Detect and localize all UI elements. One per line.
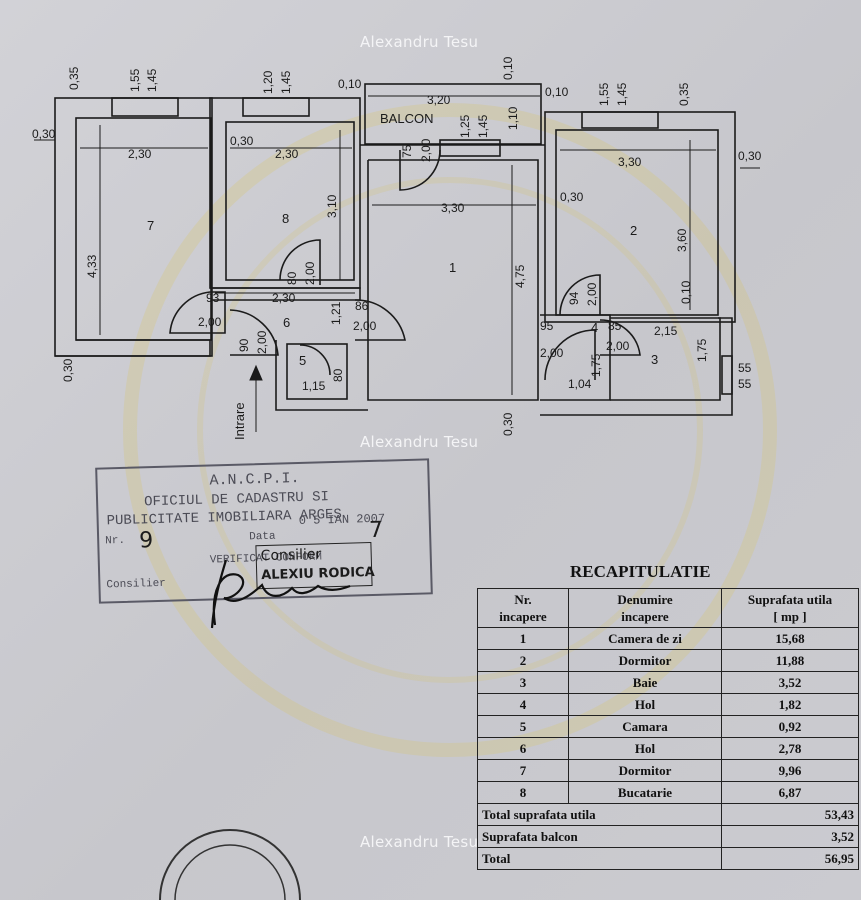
dimension-label: 75 xyxy=(400,144,414,158)
cell-area: 3,52 xyxy=(721,671,859,694)
room-1-walls xyxy=(367,159,539,401)
dimension-label: 1,45 xyxy=(145,68,159,92)
dimension-label: 2,00 xyxy=(353,319,377,333)
dimension-label: 80 xyxy=(331,368,345,382)
dimension-label: 1,25 xyxy=(458,114,472,138)
dimension-label: 1,55 xyxy=(597,82,611,106)
dimension-label: 0,35 xyxy=(677,82,691,106)
watermark: Alexandru Tesu xyxy=(360,33,479,51)
closet-5-walls xyxy=(286,343,348,400)
room-number: 6 xyxy=(283,315,290,330)
dimension-label: 2,00 xyxy=(303,261,317,285)
total-label: Total xyxy=(477,847,722,870)
recap-title: RECAPITULATIE xyxy=(570,562,711,581)
dimension-label: 94 xyxy=(567,291,581,305)
watermark: Alexandru Tesu xyxy=(360,833,479,851)
dimension-label: 0,30 xyxy=(501,412,515,436)
dimension-label: 1,10 xyxy=(506,106,520,130)
watermark: Alexandru Tesu xyxy=(360,433,479,451)
dimension-label: 0,30 xyxy=(230,134,254,148)
dimension-label: 4,75 xyxy=(513,264,527,288)
total-value: 56,95 xyxy=(721,847,859,870)
dimension-label: 2,15 xyxy=(654,324,678,338)
room-number: 1 xyxy=(449,260,456,275)
dimension-label: 1,04 xyxy=(568,377,592,391)
dimension-label: 95 xyxy=(540,319,554,333)
balcony-label: BALCON xyxy=(380,111,433,126)
cell-area: 2,78 xyxy=(721,737,859,760)
dimension-label: 2,00 xyxy=(255,330,269,354)
room-number: 8 xyxy=(282,211,289,226)
dimension-label: 2,00 xyxy=(540,346,564,360)
dimension-label: 1,45 xyxy=(615,82,629,106)
dimension-label: 86 xyxy=(355,299,369,313)
header-cell: Suprafata utila [ mp ] xyxy=(721,588,859,628)
dimension-label: 3,30 xyxy=(618,155,642,169)
dimension-label: 0,30 xyxy=(61,358,75,382)
dimension-label: 1,45 xyxy=(476,114,490,138)
dimension-label: 2,30 xyxy=(128,147,152,161)
dimension-label: 90 xyxy=(237,338,251,352)
dimension-label: 0,10 xyxy=(501,56,515,80)
cell-name: Bucatarie xyxy=(568,781,722,804)
dimension-label: 0,10 xyxy=(679,280,693,304)
dimension-label: 3,60 xyxy=(675,228,689,252)
dimension-label: 2,00 xyxy=(585,282,599,306)
dimension-label: 1,20 xyxy=(261,70,275,94)
floor-plan: 7 8 1 2 3 4 5 6 BALCON Intrare 0,35 0,30… xyxy=(32,56,762,440)
cell-area: 15,68 xyxy=(721,627,859,650)
dimension-label: 2,30 xyxy=(272,291,296,305)
room-number: 3 xyxy=(651,352,658,367)
dimension-label: 3,20 xyxy=(427,93,451,107)
recap-table: Nr. incapere Denumire incapere Suprafata… xyxy=(477,588,859,870)
room-number: 5 xyxy=(299,353,306,368)
cell-name: Dormitor xyxy=(568,759,722,782)
dimension-label: 3,10 xyxy=(325,194,339,218)
dimension-label: 1,55 xyxy=(128,68,142,92)
dimension-label: 80 xyxy=(285,271,299,285)
dimension-label: 0,30 xyxy=(32,127,56,141)
dimension-label: 2,00 xyxy=(606,339,630,353)
room-number: 7 xyxy=(147,218,154,233)
dimension-label: 1,75 xyxy=(695,338,709,362)
dimension-label: 0,30 xyxy=(738,149,762,163)
dimension-label: 1,75 xyxy=(589,353,603,377)
dimension-label: 1,21 xyxy=(329,301,343,325)
dimension-label: 2,00 xyxy=(198,315,222,329)
dimension-label: 2,30 xyxy=(275,147,299,161)
dimension-label: 0,35 xyxy=(67,66,81,90)
dimension-label: 2,00 xyxy=(419,138,433,162)
room-number: 2 xyxy=(630,223,637,238)
dimension-label: 3,30 xyxy=(441,201,465,215)
balcony-walls xyxy=(364,83,542,145)
cell-area: 1,82 xyxy=(721,693,859,716)
dimension-label: 85 xyxy=(608,319,622,333)
dimension-label: 93 xyxy=(206,291,220,305)
dimension-label: 1,45 xyxy=(279,70,293,94)
cell-name: Hol xyxy=(568,737,722,760)
dimension-label: 0,10 xyxy=(545,85,569,99)
dimension-label: 0,10 xyxy=(338,77,362,91)
dimension-label: 1,15 xyxy=(302,379,326,393)
dimension-label: 55 xyxy=(738,361,752,375)
dimension-label: 4,33 xyxy=(85,254,99,278)
dimension-label: 55 xyxy=(738,377,752,391)
room-number: 4 xyxy=(591,320,598,335)
dimension-label: 0,30 xyxy=(560,190,584,204)
entrance-label: Intrare xyxy=(232,402,247,440)
room-3-walls xyxy=(610,317,721,401)
